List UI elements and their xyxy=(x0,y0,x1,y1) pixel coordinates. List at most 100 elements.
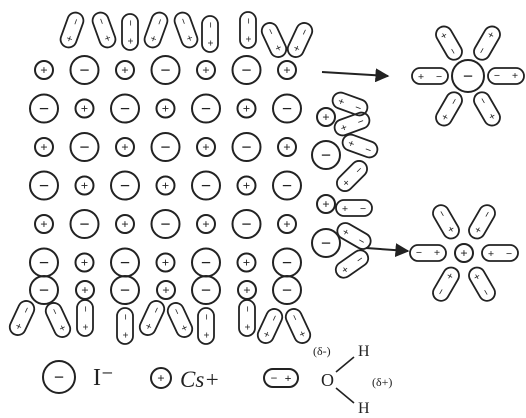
anion-iodide: − xyxy=(152,133,180,161)
water-molecule: −+ xyxy=(202,16,218,52)
svg-text:−: − xyxy=(356,234,367,248)
svg-text:+: + xyxy=(243,178,250,193)
water-hydrogen-bottom: H xyxy=(358,400,370,417)
legend-cation: + Cs+ xyxy=(151,367,220,392)
svg-text:−: − xyxy=(352,163,365,176)
svg-text:−: − xyxy=(506,247,512,259)
svg-text:+: + xyxy=(121,140,128,155)
svg-text:+: + xyxy=(162,101,169,116)
water-molecule: −+ xyxy=(142,10,169,49)
svg-text:−: − xyxy=(204,22,216,28)
svg-text:−: − xyxy=(447,95,461,106)
svg-text:−: − xyxy=(494,70,500,82)
anion-iodide: − xyxy=(152,210,180,238)
svg-text:+: + xyxy=(146,33,159,43)
water-molecule: −+ xyxy=(340,132,379,159)
svg-text:+: + xyxy=(162,255,169,270)
svg-text:+: + xyxy=(471,224,485,235)
cation-cesium: + xyxy=(238,100,256,118)
svg-text:−: − xyxy=(201,253,211,273)
anion-iodide: − xyxy=(273,172,301,200)
svg-text:+: + xyxy=(241,324,253,330)
svg-text:−: − xyxy=(241,137,251,157)
water-molecule: −+ xyxy=(334,158,371,195)
cation-cesium: + xyxy=(116,138,134,156)
svg-text:−: − xyxy=(149,304,163,315)
svg-text:+: + xyxy=(418,70,424,82)
anion-iodide: − xyxy=(192,249,220,277)
anion-iodide: − xyxy=(71,210,99,238)
svg-text:−: − xyxy=(47,306,61,317)
cation-cesium: + xyxy=(157,177,175,195)
svg-text:+: + xyxy=(485,111,499,122)
dissolution-arrow-cation xyxy=(366,248,408,251)
anion-iodide: − xyxy=(30,249,58,277)
cation-cesium: + xyxy=(35,215,53,233)
svg-text:+: + xyxy=(347,136,357,149)
svg-text:−: − xyxy=(201,280,211,300)
cation-cesium: + xyxy=(278,61,296,79)
cation-cesium: + xyxy=(76,281,94,299)
cation-cesium: + xyxy=(157,100,175,118)
svg-text:+: + xyxy=(202,217,209,232)
svg-text:+: + xyxy=(434,247,440,259)
svg-text:+: + xyxy=(322,197,329,212)
legend: − I⁻ + Cs+ − + (δ-) O H H (δ+) xyxy=(43,343,392,417)
anion-iodide: − xyxy=(152,56,180,84)
water-molecule: −+ xyxy=(198,308,214,344)
svg-text:+: + xyxy=(283,63,290,78)
svg-text:−: − xyxy=(363,142,373,155)
water-molecule: −+ xyxy=(172,10,199,49)
svg-text:+: + xyxy=(444,271,458,282)
svg-text:−: − xyxy=(476,45,490,56)
svg-text:+: + xyxy=(243,283,250,298)
svg-text:+: + xyxy=(339,262,351,275)
svg-text:+: + xyxy=(471,271,485,282)
svg-text:−: − xyxy=(476,95,490,106)
svg-text:+: + xyxy=(204,40,216,46)
svg-text:+: + xyxy=(81,101,88,116)
svg-text:+: + xyxy=(157,371,164,386)
water-dipole-icon xyxy=(264,369,298,387)
svg-text:−: − xyxy=(447,45,461,56)
svg-text:+: + xyxy=(322,110,329,125)
cation-cesium: + xyxy=(238,254,256,272)
anion-iodide: − xyxy=(30,172,58,200)
svg-text:+: + xyxy=(285,371,292,385)
cation-cesium: + xyxy=(116,61,134,79)
svg-text:+: + xyxy=(182,33,195,43)
water-molecule: −+ xyxy=(7,298,37,337)
hydrated-cation: −+−+−+−+−+−++ xyxy=(410,202,518,304)
svg-text:−: − xyxy=(200,314,212,320)
cation-cesium: + xyxy=(76,254,94,272)
svg-text:+: + xyxy=(438,111,452,122)
svg-text:+: + xyxy=(444,224,458,235)
svg-text:−: − xyxy=(353,252,365,265)
svg-text:−: − xyxy=(39,99,49,119)
water-delta-minus: (δ-) xyxy=(313,344,331,358)
svg-text:+: + xyxy=(259,329,273,340)
water-molecule: −+ xyxy=(165,300,195,339)
water-molecule: −+ xyxy=(240,12,256,48)
anion-iodide: − xyxy=(111,172,139,200)
water-molecule: −+ xyxy=(471,89,503,128)
svg-text:−: − xyxy=(160,60,170,80)
legend-water: − + (δ-) O H H (δ+) xyxy=(264,343,392,417)
svg-text:+: + xyxy=(40,63,47,78)
water-molecule: −+ xyxy=(482,245,518,261)
svg-text:−: − xyxy=(282,99,292,119)
svg-text:−: − xyxy=(39,253,49,273)
svg-text:−: − xyxy=(160,214,170,234)
cation-cesium: + xyxy=(317,195,335,213)
svg-text:+: + xyxy=(283,140,290,155)
anion-iodide: − xyxy=(233,133,261,161)
svg-text:−: − xyxy=(267,312,281,323)
svg-text:−: − xyxy=(321,145,331,165)
legend-anion: − I⁻ xyxy=(43,361,114,393)
anion-iodide: − xyxy=(192,276,220,304)
svg-text:+: + xyxy=(79,324,91,330)
svg-text:+: + xyxy=(100,33,113,43)
water-bond-bottom xyxy=(336,388,354,403)
svg-text:−: − xyxy=(355,114,365,127)
svg-text:+: + xyxy=(55,323,69,334)
